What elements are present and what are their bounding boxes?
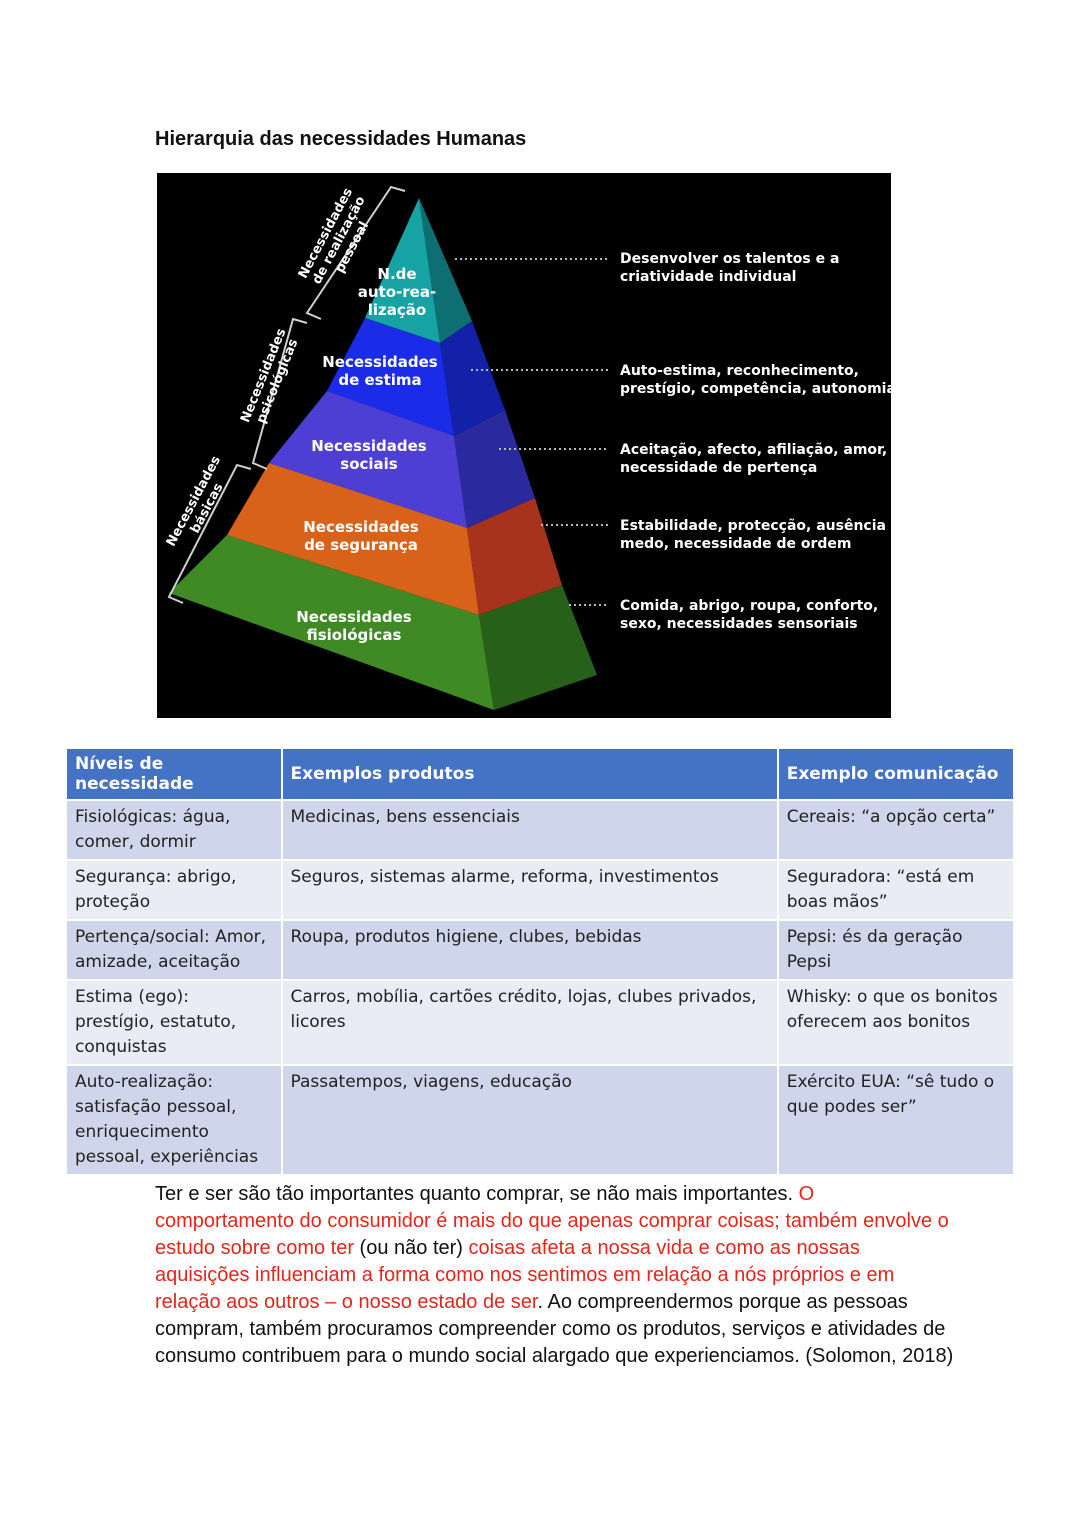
cell-communication: Whisky: o que os bonitos oferecem aos bo… <box>777 979 1013 1065</box>
pyramid-level-social <box>269 391 467 528</box>
group-psicologicas: Necessidadespsicológicas <box>238 326 303 430</box>
group-realizacao: Necessidadesde realizaçãopessoal <box>296 185 383 295</box>
bracket-basicas <box>167 463 252 604</box>
pyramid-level-physiological <box>169 535 494 710</box>
cell-level: Fisiológicas: água, comer, dormir <box>67 799 283 860</box>
cell-products: Passatempos, viagens, educação <box>281 1064 779 1174</box>
table-row: Segurança: abrigo, proteção Seguros, sis… <box>67 859 1013 920</box>
bracket-realizacao <box>305 185 406 320</box>
pyramid-level-esteem <box>327 318 454 436</box>
header-levels: Níveis de necessidade <box>67 749 283 800</box>
cell-products: Carros, mobília, cartões crédito, lojas,… <box>281 979 779 1065</box>
page-heading: Hierarquia das necessidades Humanas <box>155 128 527 150</box>
header-products: Exemplos produtos <box>281 749 779 800</box>
header-communication: Exemplo comunicação <box>777 749 1013 800</box>
cell-level: Pertença/social: Amor, amizade, aceitaçã… <box>67 919 283 980</box>
desc-social: Aceitação, afecto, afiliação, amor,neces… <box>620 442 887 476</box>
cell-communication: Cereais: “a opção certa” <box>777 799 1013 860</box>
cell-products: Seguros, sistemas alarme, reforma, inves… <box>281 859 779 920</box>
paragraph-part-2-highlight: O comportamento do consumidor é mais do … <box>155 1183 949 1259</box>
cell-products: Medicinas, bens essenciais <box>281 799 779 860</box>
cell-communication: Pepsi: és da geração Pepsi <box>777 919 1013 980</box>
table-row: Auto-realização: satisfação pessoal, enr… <box>67 1064 1013 1174</box>
paragraph-part-5: . Ao compreendermos porque as pessoas co… <box>155 1291 954 1367</box>
bracket-psicologicas <box>251 317 308 470</box>
table-header-row: Níveis de necessidade Exemplos produtos … <box>67 749 1013 800</box>
pyramid-level-physiological-side <box>479 585 597 710</box>
cell-level: Auto-realização: satisfação pessoal, enr… <box>67 1064 283 1174</box>
pyramid-level-safety <box>227 463 479 615</box>
pyramid-level-safety-side <box>467 498 562 615</box>
paragraph-part-1: Ter e ser são tão importantes quanto com… <box>155 1183 799 1205</box>
table-row: Estima (ego): prestígio, estatuto, conqu… <box>67 979 1013 1065</box>
table-row: Fisiológicas: água, comer, dormir Medici… <box>67 799 1013 860</box>
cell-level: Estima (ego): prestígio, estatuto, conqu… <box>67 979 283 1065</box>
cell-products: Roupa, produtos higiene, clubes, bebidas <box>281 919 779 980</box>
desc-physiological: Comida, abrigo, roupa, conforto,sexo, ne… <box>620 598 878 632</box>
pyramid-level-social-side <box>454 410 535 528</box>
desc-esteem: Auto-estima, reconhecimento,prestígio, c… <box>620 363 891 397</box>
pyramid-level-top-side <box>419 198 472 343</box>
paragraph-part-4-highlight: coisas afeta a nossa vida e como as noss… <box>155 1237 895 1313</box>
body-paragraph: Ter e ser são tão importantes quanto com… <box>155 1181 955 1370</box>
pyramid-level-top <box>365 198 440 343</box>
cell-communication: Seguradora: “está em boas mãos” <box>777 859 1013 920</box>
needs-table: Níveis de necessidade Exemplos produtos … <box>67 749 1013 1174</box>
cell-level: Segurança: abrigo, proteção <box>67 859 283 920</box>
paragraph-part-3: (ou não ter) <box>354 1237 469 1259</box>
pyramid-level-esteem-side <box>440 321 505 436</box>
cell-communication: Exército EUA: “sê tudo o que podes ser” <box>777 1064 1013 1174</box>
table-row: Pertença/social: Amor, amizade, aceitaçã… <box>67 919 1013 980</box>
